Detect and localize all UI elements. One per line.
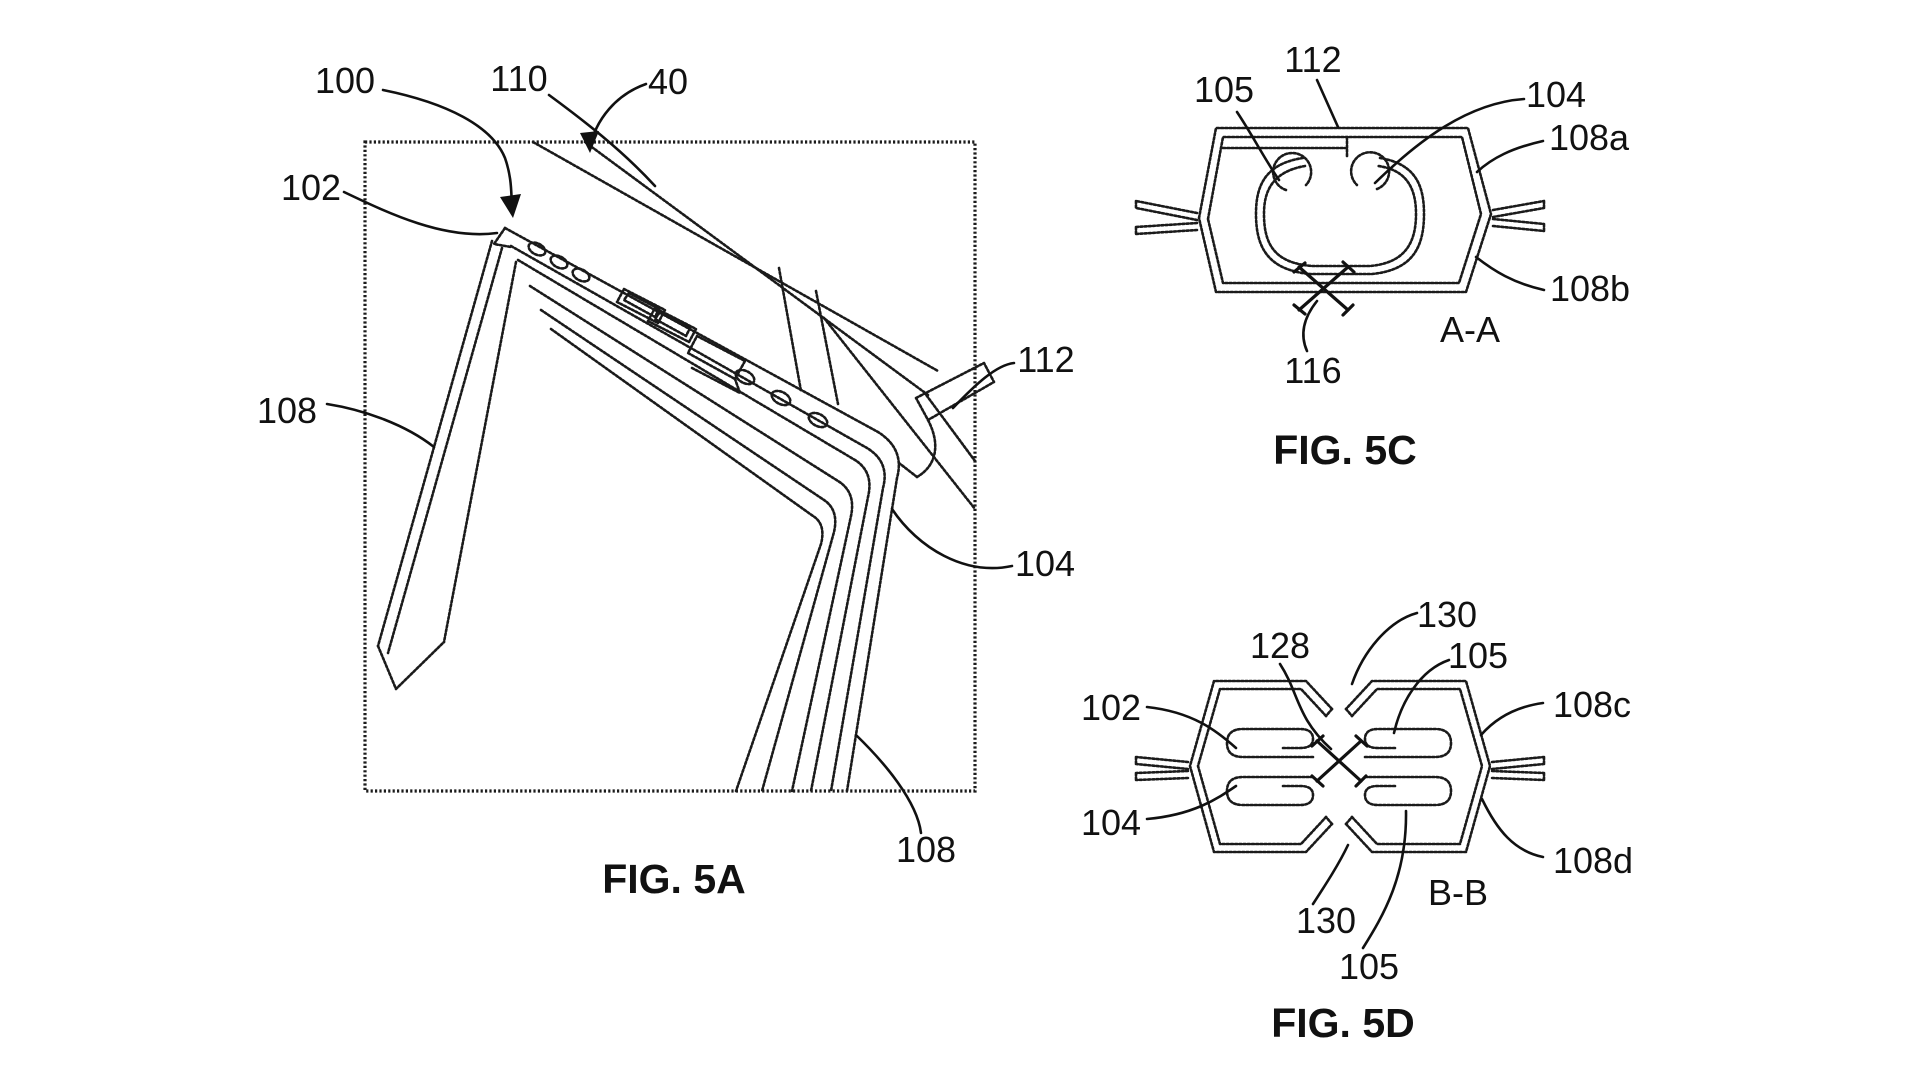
ref-label-116: 116	[1284, 350, 1341, 391]
leader-105	[1235, 110, 1281, 182]
leader-112	[1315, 78, 1340, 129]
leader-104	[1145, 784, 1238, 821]
ref-label-112: 112	[1284, 39, 1341, 80]
ref-label-108-bottom: 108	[896, 829, 956, 870]
ref-label-100: 100	[315, 60, 375, 101]
windshield-pillar	[376, 239, 518, 691]
ref-label-130-top: 130	[1417, 594, 1477, 635]
leader-108d	[1480, 797, 1545, 859]
fig5d-outer-left	[1188, 679, 1334, 854]
roof-side-rail	[492, 226, 901, 793]
ref-label-105-top: 105	[1448, 635, 1508, 676]
leader-130-top	[1350, 611, 1419, 686]
fig5c-leaders	[1235, 78, 1546, 353]
fig5d-leaders	[1145, 611, 1545, 950]
fig5d-outer-right	[1344, 679, 1492, 854]
arrowhead-40	[580, 131, 599, 153]
fig5d-inner-left	[1196, 687, 1328, 846]
leader-108c	[1479, 701, 1545, 737]
fig5c: 105 112 104 108a 108b 116 A-A FIG. 5C	[1134, 39, 1630, 473]
fig5a-leaders	[325, 82, 1016, 835]
fig5a-caption: FIG. 5A	[602, 856, 746, 902]
fig5c-tube-outer	[1197, 126, 1493, 294]
leader-108-bottom	[854, 733, 923, 835]
rail-bracket	[686, 334, 747, 395]
fig5d-caption: FIG. 5D	[1271, 1000, 1415, 1046]
leader-104	[890, 507, 1014, 570]
ref-label-112: 112	[1017, 339, 1074, 380]
fig5d-inner-right	[1350, 687, 1484, 846]
channel-lower-left	[1225, 775, 1315, 807]
ref-label-40: 40	[648, 61, 688, 102]
fig5d-notch-tips	[1324, 707, 1354, 826]
ref-label-108-left: 108	[257, 390, 317, 431]
ref-label-108a: 108a	[1549, 117, 1630, 158]
leader-100	[381, 88, 514, 207]
fig5d-channels	[1225, 727, 1453, 807]
channel-upper-left	[1225, 727, 1315, 759]
fig5d-section-label: B-B	[1428, 872, 1488, 913]
rail-end-facet	[492, 226, 513, 249]
fig5c-inner-liner	[1254, 151, 1426, 276]
leader-110	[547, 93, 657, 188]
leader-112	[951, 361, 1016, 410]
fig5c-weld-mark	[1292, 260, 1356, 317]
fig5c-tube-inner	[1206, 135, 1483, 285]
leader-102	[342, 190, 499, 236]
ref-label-108d: 108d	[1553, 840, 1633, 881]
fig5c-left-curl	[1271, 151, 1313, 192]
fig5a-frame-box	[363, 140, 977, 793]
header-rail	[531, 140, 940, 397]
fig5d-flanges	[1134, 755, 1546, 782]
ref-label-128: 128	[1250, 625, 1310, 666]
leader-105-bottom	[1361, 809, 1408, 950]
pillar-foot	[376, 640, 446, 691]
fig5d: 128 130 105 108c 102 104 108d 130 105 B-…	[1081, 594, 1633, 1046]
ref-label-102: 102	[1081, 687, 1141, 728]
leader-105-top	[1392, 658, 1451, 735]
fig5c-right-curl	[1349, 151, 1391, 191]
leader-104	[1373, 97, 1526, 185]
rear-pillar	[777, 266, 840, 406]
ref-label-104: 104	[1081, 802, 1141, 843]
rail-slots	[615, 287, 698, 344]
ref-label-108c: 108c	[1553, 684, 1631, 725]
leader-108b	[1474, 255, 1546, 292]
ref-label-110: 110	[490, 58, 547, 99]
ref-label-108b: 108b	[1550, 268, 1630, 309]
ref-label-104: 104	[1526, 74, 1586, 115]
side-rail-stub	[822, 316, 996, 511]
leader-108a	[1475, 139, 1545, 174]
leader-130-bottom	[1311, 843, 1350, 906]
leader-116	[1302, 299, 1319, 353]
stub-flange	[914, 361, 996, 422]
leader-108-left	[325, 402, 436, 449]
fig5c-caption: FIG. 5C	[1273, 427, 1417, 473]
fig5c-section-label: A-A	[1440, 309, 1500, 350]
ref-label-105-bottom: 105	[1339, 946, 1399, 987]
ref-label-105: 105	[1194, 69, 1254, 110]
fig5c-flanges	[1134, 199, 1546, 236]
channel-lower-right	[1363, 775, 1453, 807]
ref-label-102: 102	[281, 167, 341, 208]
ref-label-130-bottom: 130	[1296, 900, 1356, 941]
leader-128	[1278, 662, 1333, 751]
fig5a: 100 110 40 102 108 112 104 108 FIG. 5A	[257, 58, 1075, 902]
rail-holes	[527, 241, 829, 429]
ref-label-104: 104	[1015, 543, 1075, 584]
channel-upper-right	[1363, 727, 1453, 759]
fig5d-weld-mark	[1310, 734, 1369, 788]
arrowhead-100	[500, 194, 521, 218]
leader-102	[1145, 705, 1238, 750]
